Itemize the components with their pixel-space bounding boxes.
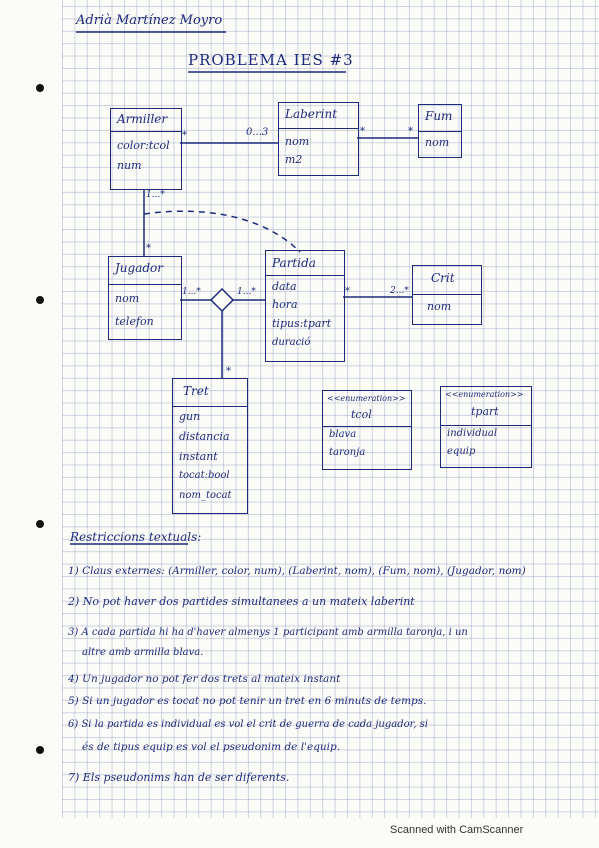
class-attr: nom (115, 292, 140, 305)
enum-name: tcol (351, 408, 372, 421)
enum-stereotype: <<enumeration>> (445, 390, 524, 399)
restriction-item: 4) Un jugador no pot fer dos trets al ma… (68, 673, 341, 685)
class-name: Tret (183, 384, 209, 398)
class-attr: nom (427, 300, 452, 313)
enum-value: equip (447, 446, 476, 457)
enum-tcol: <<enumeration>> tcol blava taronja (322, 390, 412, 470)
class-fum: Fum nom (418, 104, 462, 158)
restrictions-heading: Restriccions textuals: (70, 530, 202, 544)
class-attr: nom (285, 135, 310, 148)
class-attr: m2 (285, 153, 303, 166)
class-attr: tipus:tpart (272, 317, 332, 330)
restriction-item: 1) Claus externes: (Armiller, color, num… (68, 565, 526, 577)
class-jugador: Jugador nom telefon (108, 256, 182, 340)
class-laberint: Laberint nom m2 (278, 102, 359, 176)
class-name: Crit (431, 271, 455, 285)
enum-value: blava (329, 429, 357, 440)
binder-hole (36, 296, 44, 304)
dashed-constraint-line (143, 210, 301, 253)
multiplicity: * (408, 126, 413, 137)
author-name: Adrià Martínez Moyro (76, 13, 223, 28)
class-attr: color:tcol (117, 139, 170, 152)
multiplicity: 2...* (390, 286, 409, 296)
multiplicity: 1...* (182, 287, 201, 297)
multiplicity: * (146, 243, 151, 254)
class-attr: data (272, 280, 297, 293)
scanner-watermark: Scanned with CamScanner (390, 824, 524, 836)
class-name: Laberint (285, 107, 338, 121)
multiplicity: 1...* (237, 287, 256, 297)
class-attr: nom (425, 136, 450, 149)
class-attr: instant (179, 450, 218, 463)
class-attr: distancia (179, 430, 230, 443)
enum-value: taronja (329, 447, 366, 458)
class-name: Armiller (117, 112, 168, 126)
binder-hole (36, 520, 44, 528)
multiplicity: 1...* (146, 190, 165, 200)
association-diamond (209, 287, 235, 313)
class-attr: tocat:bool (179, 470, 230, 481)
multiplicity: 0...3 (246, 127, 269, 138)
class-attr: nom_tocat (179, 490, 232, 501)
restriction-item: 2) No pot haver dos partides simultanees… (68, 595, 415, 608)
class-attr: telefon (115, 315, 154, 328)
restriction-item: 7) Els pseudonims han de ser diferents. (68, 771, 290, 784)
class-crit: Crit nom (412, 265, 482, 325)
class-name: Fum (425, 109, 453, 123)
paper-margin (0, 0, 62, 848)
class-name: Jugador (115, 261, 164, 275)
enum-tpart: <<enumeration>> tpart individual equip (440, 386, 532, 468)
paper-bottom (0, 818, 599, 848)
restriction-item: altre amb armilla blava. (82, 647, 204, 658)
restriction-item: 6) Si la partida es individual es vol el… (68, 719, 429, 730)
class-attr: duració (272, 337, 311, 348)
multiplicity: * (226, 366, 231, 377)
multiplicity: * (345, 286, 350, 297)
restriction-item: és de tipus equip es vol el pseudonim de… (82, 741, 341, 753)
class-attr: num (117, 159, 142, 172)
binder-hole (36, 84, 44, 92)
enum-name: tpart (471, 405, 499, 418)
class-partida: Partida data hora tipus:tpart duració (265, 250, 345, 362)
enum-stereotype: <<enumeration>> (327, 394, 406, 403)
multiplicity: * (182, 130, 187, 141)
binder-hole (36, 746, 44, 754)
class-attr: hora (272, 298, 298, 311)
class-tret: Tret gun distancia instant tocat:bool no… (172, 378, 248, 514)
class-armiller: Armiller color:tcol num (110, 108, 182, 190)
page-title: PROBLEMA IES #3 (188, 51, 354, 69)
class-attr: gun (179, 410, 201, 423)
multiplicity: * (360, 126, 365, 137)
restriction-item: 5) Si un jugador es tocat no pot tenir u… (68, 695, 427, 707)
enum-value: individual (447, 428, 498, 439)
restriction-item: 3) A cada partida hi ha d'haver almenys … (68, 627, 468, 638)
class-name: Partida (272, 256, 316, 270)
